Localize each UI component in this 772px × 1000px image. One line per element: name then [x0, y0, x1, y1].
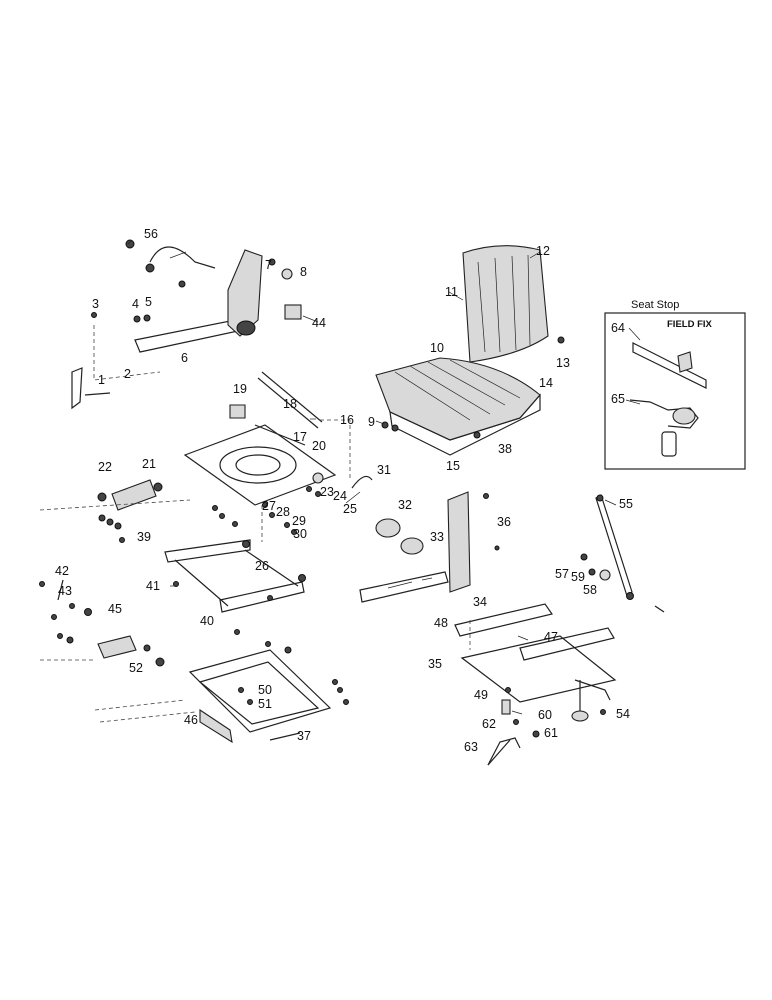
callout-56: 56 [144, 227, 158, 241]
callout-61: 61 [544, 726, 558, 740]
callout-27: 27 [262, 499, 276, 513]
callout-43: 43 [58, 584, 72, 598]
callout-35: 35 [428, 657, 442, 671]
callout-46: 46 [184, 713, 198, 727]
callout-44: 44 [312, 316, 326, 330]
callout-31: 31 [377, 463, 391, 477]
callout-18: 18 [283, 397, 297, 411]
callout-42: 42 [55, 564, 69, 578]
callout-29: 29 [292, 514, 306, 528]
callout-20: 20 [312, 439, 326, 453]
callout-50: 50 [258, 683, 272, 697]
callout-25: 25 [343, 502, 357, 516]
swivel-assembly [183, 371, 424, 555]
callout-40: 40 [200, 614, 214, 628]
callout-5: 5 [145, 295, 152, 309]
inset-subtitle: FIELD FIX [667, 319, 713, 330]
base-pan [94, 629, 349, 744]
callout-58: 58 [583, 583, 597, 597]
shock-absorber-group [39, 479, 297, 543]
callout-41: 41 [146, 579, 160, 593]
callout-49: 49 [474, 688, 488, 702]
callout-65: 65 [611, 392, 625, 406]
callout-6: 6 [181, 351, 188, 365]
seat-frame-and-rails [359, 491, 617, 766]
callout-48: 48 [434, 616, 448, 630]
callout-13: 13 [556, 356, 570, 370]
callout-15: 15 [446, 459, 460, 473]
callout-26: 26 [255, 559, 269, 573]
callout-52: 52 [129, 661, 143, 675]
callout-2: 2 [124, 367, 131, 381]
callout-39: 39 [137, 530, 151, 544]
adjuster-rail-assembly [71, 239, 302, 410]
callout-33: 33 [430, 530, 444, 544]
lower-left-hardware [39, 579, 165, 667]
callout-22: 22 [98, 460, 112, 474]
callout-30: 30 [293, 527, 307, 541]
callout-38: 38 [498, 442, 512, 456]
callout-62: 62 [482, 717, 496, 731]
callout-55: 55 [619, 497, 633, 511]
callout-21: 21 [142, 457, 156, 471]
callout-60: 60 [538, 708, 552, 722]
leader-lines [127, 239, 641, 715]
callout-63: 63 [464, 740, 478, 754]
callout-23: 23 [320, 485, 334, 499]
suspension-linkage [164, 539, 306, 613]
callout-1: 1 [98, 373, 105, 387]
callout-32: 32 [398, 498, 412, 512]
callout-37: 37 [297, 729, 311, 743]
callout-labels: 1 2 3 4 5 6 7 8 9 10 11 12 13 14 15 16 1… [55, 227, 633, 754]
callout-54: 54 [616, 707, 630, 721]
callout-24: 24 [333, 489, 347, 503]
callout-34: 34 [473, 595, 487, 609]
right-lever-assembly [580, 494, 665, 613]
callout-36: 36 [497, 515, 511, 529]
callout-59: 59 [571, 570, 585, 584]
seat-cushion-and-back [375, 245, 565, 456]
callout-7: 7 [265, 258, 272, 272]
callout-11: 11 [445, 285, 458, 299]
callout-28: 28 [276, 505, 290, 519]
callout-14: 14 [539, 376, 553, 390]
callout-12: 12 [536, 244, 550, 258]
callout-57: 57 [555, 567, 569, 581]
callout-47: 47 [544, 630, 558, 644]
callout-51: 51 [258, 697, 272, 711]
callout-10: 10 [430, 341, 444, 355]
inset-title: Seat Stop [631, 299, 679, 311]
callout-4: 4 [132, 297, 139, 311]
seat-stop-inset: Seat Stop FIELD FIX [604, 299, 746, 470]
callout-3: 3 [92, 297, 99, 311]
callout-19: 19 [233, 382, 247, 396]
callout-9: 9 [368, 415, 375, 429]
callout-8: 8 [300, 265, 307, 279]
callout-17: 17 [293, 430, 307, 444]
callout-64: 64 [611, 321, 625, 335]
callout-45: 45 [108, 602, 122, 616]
callout-16: 16 [340, 413, 354, 427]
